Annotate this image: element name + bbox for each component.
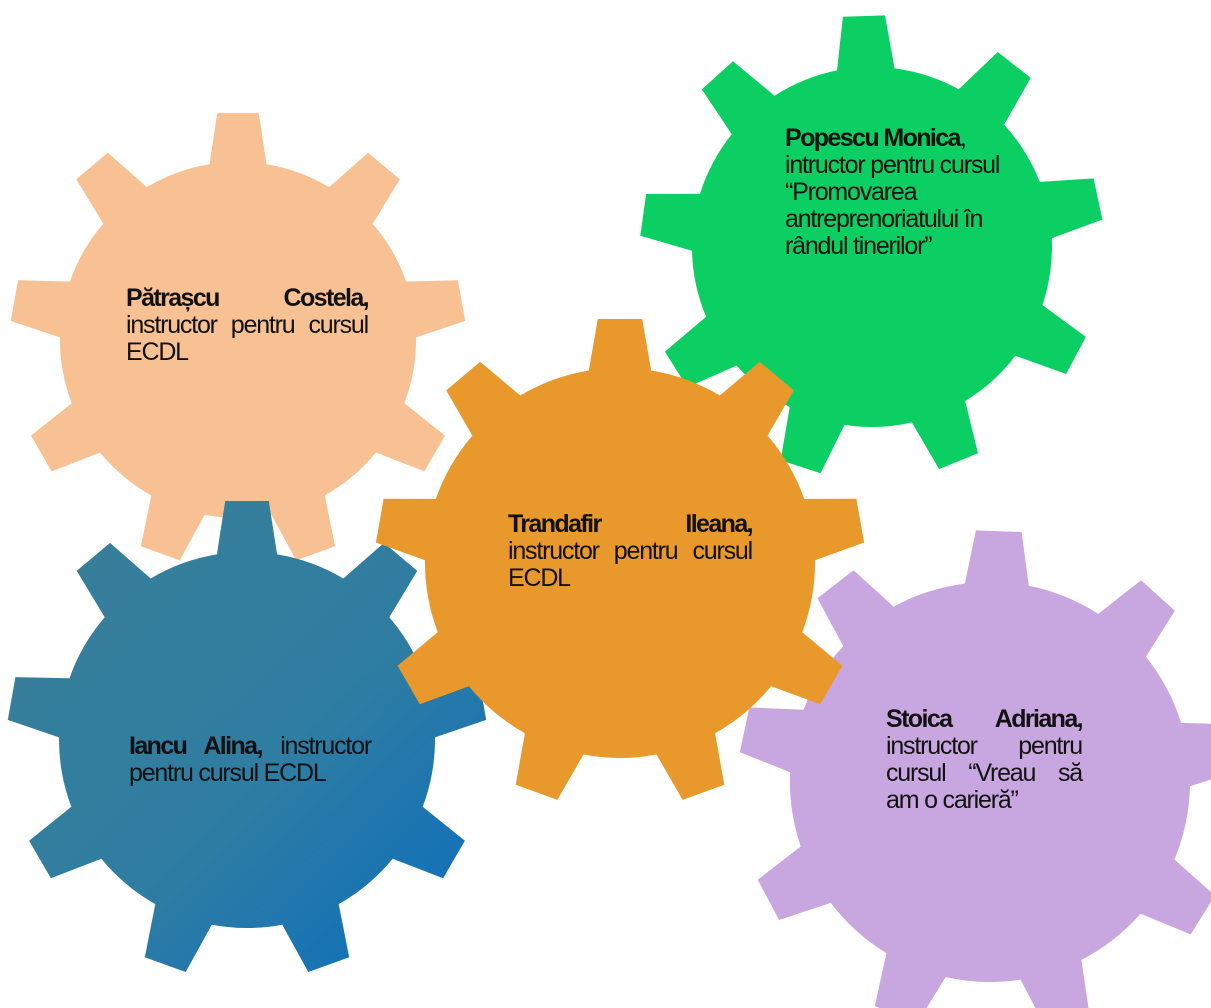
instructor-name-costela: Pătrașcu Costela, bbox=[126, 284, 370, 312]
instructor-role-alina: instructor pentru cursul ECDL bbox=[129, 732, 372, 787]
gear-alina bbox=[7, 501, 487, 972]
gear-adriana bbox=[739, 530, 1211, 1008]
instructor-role-adriana: instructor pentru cursul “Vreau să am o … bbox=[886, 732, 1083, 814]
gear-costela bbox=[10, 112, 466, 561]
instructor-name-ileana: Trandafir Ileana, bbox=[508, 510, 754, 538]
instructor-name-suffix-monica: , bbox=[959, 124, 967, 152]
gear-ileana bbox=[375, 319, 865, 800]
gear-text-adriana: Stoica Adriana, instructor pentru cursul… bbox=[886, 705, 1084, 814]
instructor-role-monica: intructor pentru cursul “Promovarea antr… bbox=[785, 151, 1000, 260]
instructor-name-alina: Iancu Alina, bbox=[129, 732, 263, 760]
instructor-name-adriana: Stoica Adriana, bbox=[886, 705, 1084, 733]
gear-text-monica: Popescu Monica, intructor pentru cursul … bbox=[785, 125, 1043, 260]
gear-text-ileana: Trandafir Ileana, instructor pentru curs… bbox=[508, 510, 754, 592]
instructor-role-ileana: instructor pentru cursul ECDL bbox=[508, 537, 753, 592]
gear-text-alina: Iancu Alina, instructor pentru cursul EC… bbox=[129, 732, 372, 787]
gear-text-costela: Pătrașcu Costela, instructor pentru curs… bbox=[126, 284, 370, 366]
instructor-role-costela: instructor pentru cursul ECDL bbox=[126, 311, 369, 366]
instructor-name-monica: Popescu Monica bbox=[785, 124, 961, 152]
gear-monica bbox=[640, 15, 1103, 474]
